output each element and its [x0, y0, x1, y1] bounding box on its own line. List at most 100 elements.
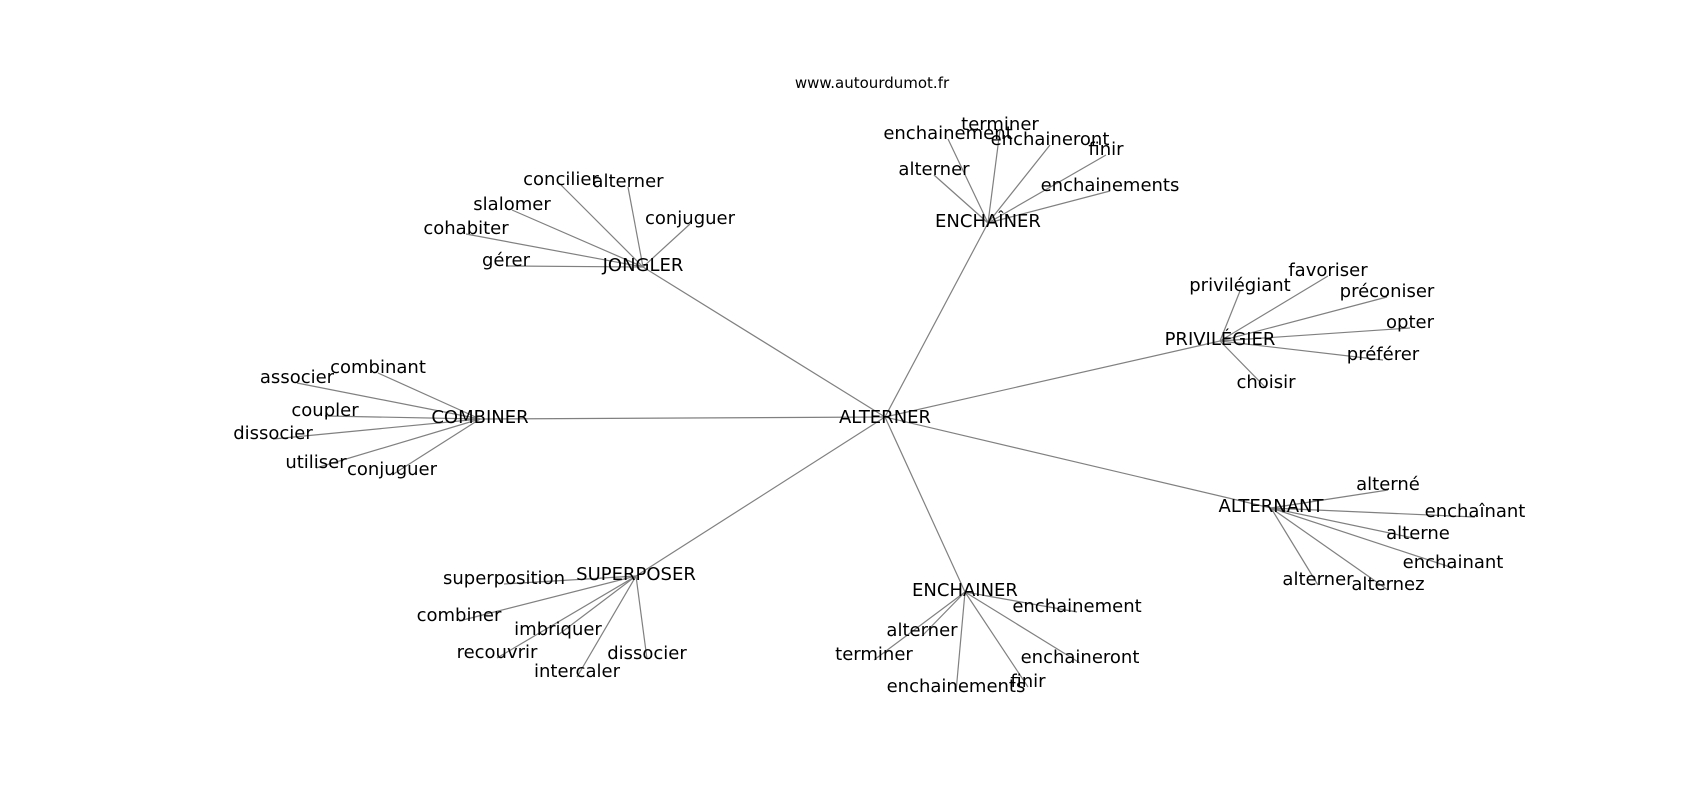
leaf-node: terminer: [835, 644, 913, 665]
leaf-node: cohabiter: [423, 218, 509, 239]
leaf-node: opter: [1386, 312, 1435, 333]
hub-node-combiner: COMBINER: [431, 407, 528, 428]
leaf-node: enchaînant: [1425, 501, 1526, 522]
hub-node-alternant: ALTERNANT: [1219, 496, 1325, 517]
edge-privilegier-leaf: [1219, 340, 1384, 361]
leaf-node: alterner: [886, 620, 958, 641]
leaf-node: coupler: [291, 400, 359, 421]
leaf-node: alterner: [592, 171, 664, 192]
leaf-node: alterner: [898, 159, 970, 180]
edge-enchainer-leaf: [873, 591, 966, 661]
leaf-node: dissocier: [233, 423, 313, 444]
leaf-node: gérer: [482, 250, 531, 271]
leaf-node: conjuguer: [645, 208, 736, 229]
edge-jongler-leaf: [560, 184, 644, 268]
edge-combiner-leaf: [272, 418, 481, 440]
leaf-node: privilégiant: [1189, 275, 1290, 296]
leaf-node: enchainements: [887, 676, 1026, 697]
edge-superposer-leaf: [503, 575, 637, 585]
leaf-node: enchainant: [1403, 552, 1504, 573]
leaf-node: alternez: [1351, 574, 1424, 595]
edge-privilegier-leaf: [1219, 290, 1241, 342]
leaf-node: combinant: [330, 357, 426, 378]
leaf-node: associer: [260, 367, 335, 388]
edge-enchainer-leaf: [964, 591, 1029, 688]
leaf-node: terminer: [961, 114, 1039, 135]
edge-jongler-leaf: [627, 186, 644, 268]
edge-jongler-leaf: [642, 223, 691, 268]
hub-node-enchainer: ENCHAINER: [912, 580, 1018, 601]
edge-center-alternant: [884, 416, 1272, 509]
edge-enchainer-circ-leaf: [987, 154, 1107, 224]
edge-superposer-leaf: [557, 575, 637, 636]
edge-center-privilegier: [884, 340, 1221, 418]
center-node-label: ALTERNER: [839, 407, 931, 428]
graph-edges: [272, 129, 1476, 693]
edge-enchainer-leaf: [964, 591, 1078, 613]
edge-alternant-leaf: [1270, 507, 1319, 586]
edge-jongler-leaf: [505, 265, 644, 268]
edge-combiner-leaf: [296, 382, 481, 420]
edge-privilegier-leaf: [1219, 275, 1329, 342]
leaf-node: utiliser: [285, 452, 347, 473]
edge-combiner-leaf: [391, 418, 481, 476]
leaf-node: enchainements: [1041, 175, 1180, 196]
edge-combiner-leaf: [324, 415, 481, 420]
edge-center-enchainer: [884, 416, 966, 593]
edge-enchainer-leaf: [955, 591, 966, 693]
edge-enchainer-circ-leaf: [947, 138, 989, 224]
edge-enchainer-circ-leaf: [987, 129, 1001, 224]
leaf-node: combiner: [417, 605, 502, 626]
edge-jongler-leaf: [465, 233, 644, 268]
edge-alternant-leaf: [1270, 507, 1419, 540]
edge-center-superposer: [635, 416, 886, 577]
graph-nodes: ALTERNER JONGLERconcilieralternerslalome…: [233, 114, 1525, 697]
edge-alternant-leaf: [1270, 507, 1389, 591]
edge-alternant-leaf: [1270, 507, 1454, 569]
leaf-node: enchainement: [1012, 596, 1141, 617]
edge-superposer-leaf: [635, 575, 648, 660]
leaf-node: superposition: [443, 568, 565, 589]
edge-alternant-leaf: [1270, 507, 1476, 518]
leaf-node: enchaineront: [1021, 647, 1140, 668]
edge-center-combiner: [479, 416, 886, 420]
edge-superposer-leaf: [458, 575, 637, 622]
hub-node-enchainer-circ: ENCHAÎNER: [935, 210, 1041, 232]
hub-node-privilegier: PRIVILÉGIER: [1165, 328, 1276, 350]
leaf-node: alterne: [1386, 523, 1450, 544]
edge-superposer-leaf: [496, 575, 637, 659]
leaf-node: finir: [1088, 139, 1124, 160]
edge-enchainer-leaf: [921, 591, 966, 637]
edge-alternant-leaf: [1270, 489, 1389, 509]
hub-node-superposer: SUPERPOSER: [576, 564, 696, 585]
leaf-node: enchaineront: [991, 129, 1110, 150]
edge-privilegier-leaf: [1219, 327, 1411, 342]
leaf-node: favoriser: [1288, 260, 1368, 281]
leaf-node: enchainement: [883, 123, 1012, 144]
leaf-node: finir: [1010, 671, 1046, 692]
source-url-text: www.autourdumot.fr: [795, 74, 950, 92]
edge-jongler-leaf: [511, 209, 644, 268]
edge-superposer-leaf: [576, 575, 637, 678]
leaf-node: choisir: [1236, 372, 1296, 393]
leaf-node: recouvrir: [457, 642, 538, 663]
leaf-node: alterner: [1282, 569, 1354, 590]
leaf-node: imbriquer: [514, 619, 602, 640]
edge-enchainer-circ-leaf: [933, 174, 989, 224]
edge-center-jongler: [642, 266, 886, 418]
edge-enchainer-leaf: [964, 591, 1081, 664]
edge-combiner-leaf: [377, 372, 481, 420]
edge-combiner-leaf: [315, 418, 481, 469]
leaf-node: préférer: [1347, 344, 1420, 365]
leaf-node: slalomer: [473, 194, 551, 215]
leaf-node: préconiser: [1340, 281, 1435, 302]
edge-center-enchainer-circ: [884, 222, 989, 418]
hub-node-jongler: JONGLER: [602, 255, 684, 276]
edge-enchainer-circ-leaf: [987, 144, 1051, 224]
leaf-node: dissocier: [607, 643, 687, 664]
leaf-node: concilier: [523, 169, 599, 190]
leaf-node: alterné: [1356, 474, 1420, 495]
edge-enchainer-circ-leaf: [987, 190, 1111, 224]
leaf-node: conjuguer: [347, 459, 438, 480]
